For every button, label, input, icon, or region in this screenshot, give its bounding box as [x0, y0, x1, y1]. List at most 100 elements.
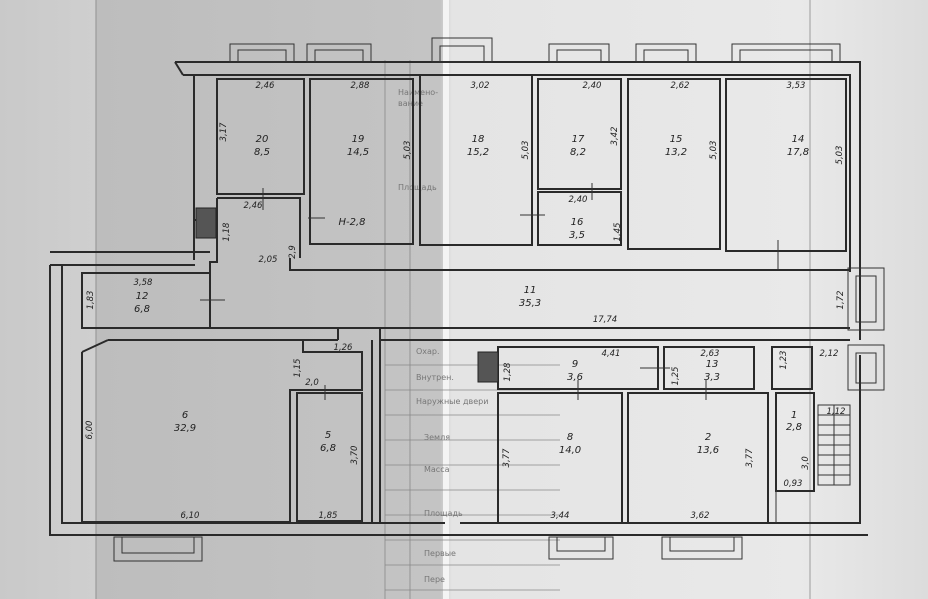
side-label: Наружные двери [416, 397, 488, 406]
room-area: 35,3 [519, 298, 541, 309]
dimension: 0,93 [784, 479, 803, 489]
dimension: 3,0 [801, 456, 811, 470]
room-number: 14 [792, 134, 805, 145]
hatched-chimneys [195, 207, 499, 383]
dimension: 6,10 [181, 511, 200, 521]
room-area: 14,0 [559, 445, 581, 456]
room-number: 2 [705, 432, 711, 443]
side-label: Наимено- [398, 88, 438, 97]
dimension: 3,02 [471, 81, 490, 91]
side-label: Внутрен. [416, 373, 454, 382]
room-number: 9 [572, 359, 578, 370]
dimension: 2,63 [701, 349, 720, 359]
dimension: 6,00 [85, 421, 95, 440]
dimension: 2,12 [820, 349, 839, 359]
ceiling-height: H-2,8 [338, 217, 365, 228]
lower-right-rooms [497, 346, 815, 524]
dimension: 1,72 [836, 291, 846, 310]
dimension: 1,28 [503, 362, 513, 382]
dimension: 17,74 [593, 315, 617, 325]
entrance-porches [847, 267, 885, 391]
room-number: 11 [524, 285, 537, 296]
dimension: 1,25 [671, 367, 681, 386]
room-number: 5 [325, 430, 331, 441]
dimension: 3,70 [350, 446, 360, 465]
dimension: 5,03 [521, 141, 531, 160]
dimension: 2,9 [288, 245, 298, 259]
dimension: 3,17 [219, 122, 229, 142]
dimension: 1,85 [319, 511, 338, 521]
room-number: 13 [706, 359, 719, 370]
dimension: 3,77 [745, 448, 755, 468]
room-area: 6,8 [320, 443, 336, 454]
room-area: 14,5 [347, 147, 369, 158]
dimension: 2,40 [569, 195, 588, 205]
side-label: Пере [424, 575, 445, 584]
room-number: 8 [567, 432, 573, 443]
room-number: 15 [670, 134, 683, 145]
dimension: 2,88 [351, 81, 371, 91]
dimension: 3,53 [787, 81, 806, 91]
room-labels: 20 8,5 19 14,5 18 15,2 17 8,2 15 13,2 14… [134, 134, 809, 456]
room-number: 12 [136, 291, 149, 302]
dimension: 2,46 [256, 81, 276, 91]
room-area: 2,8 [786, 422, 802, 433]
dimension: 5,03 [835, 146, 845, 165]
room-area: 15,2 [467, 147, 489, 158]
room-area: 6,8 [134, 304, 150, 315]
corridor-walls [108, 258, 850, 341]
door-markers [200, 183, 779, 400]
room-number: 1 [791, 410, 797, 421]
room-area: 8,2 [570, 147, 586, 158]
room-area: 3,6 [567, 372, 583, 383]
dimension: 3,62 [691, 511, 710, 521]
dimension: 3,42 [610, 127, 620, 146]
dimension: 1,83 [86, 291, 96, 310]
side-label: Охар. [416, 347, 440, 356]
dimension: 1,45 [613, 223, 623, 242]
room-number: 20 [256, 134, 269, 145]
dimension: 5,03 [403, 141, 413, 160]
room-number: 16 [571, 217, 584, 228]
dimension: 2,62 [671, 81, 690, 91]
dimension-labels: 2,46 2,88 3,02 2,40 2,62 3,53 3,17 5,03 … [85, 81, 846, 521]
room-number: 19 [352, 134, 365, 145]
room-area: 3,3 [704, 372, 720, 383]
room-area: 32,9 [174, 423, 196, 434]
dimension: 1,18 [222, 222, 232, 242]
dimension: 2,0 [305, 378, 319, 388]
side-form-labels: Наимено- вание Площадь Охар. Внутрен. На… [398, 88, 488, 584]
side-label: вание [398, 99, 423, 108]
dimension: 4,41 [602, 349, 621, 359]
lower-left-rooms [81, 339, 381, 523]
dimension: 2,46 [244, 201, 264, 211]
room-area: 8,5 [254, 147, 270, 158]
dimension: 3,58 [134, 278, 154, 288]
side-label: Масса [424, 465, 450, 474]
dimension: 2,05 [259, 255, 278, 265]
windows-top [229, 37, 841, 63]
stairs [817, 404, 851, 486]
side-label: Площадь [398, 183, 437, 192]
dimension: 1,23 [779, 351, 789, 370]
dimension: 2,40 [583, 81, 602, 91]
room-number: 6 [182, 410, 188, 421]
room-area: 17,8 [787, 147, 809, 158]
room-number: 17 [572, 134, 585, 145]
side-label: Первые [424, 549, 456, 558]
dimension: 1,15 [293, 359, 303, 378]
dimension: 1,26 [334, 343, 354, 353]
dimension: 1,12 [827, 407, 846, 417]
room-area: 3,5 [569, 230, 585, 241]
room-number: 18 [472, 134, 485, 145]
side-label: Площадь [424, 509, 463, 518]
dimension: 5,03 [709, 141, 719, 160]
room-area: 13,2 [665, 147, 687, 158]
dimension: 3,44 [551, 511, 570, 521]
side-label: Земля [424, 433, 450, 442]
dimension: 3,77 [502, 448, 512, 468]
room-area: 13,6 [697, 445, 719, 456]
windows-bottom [113, 536, 743, 562]
